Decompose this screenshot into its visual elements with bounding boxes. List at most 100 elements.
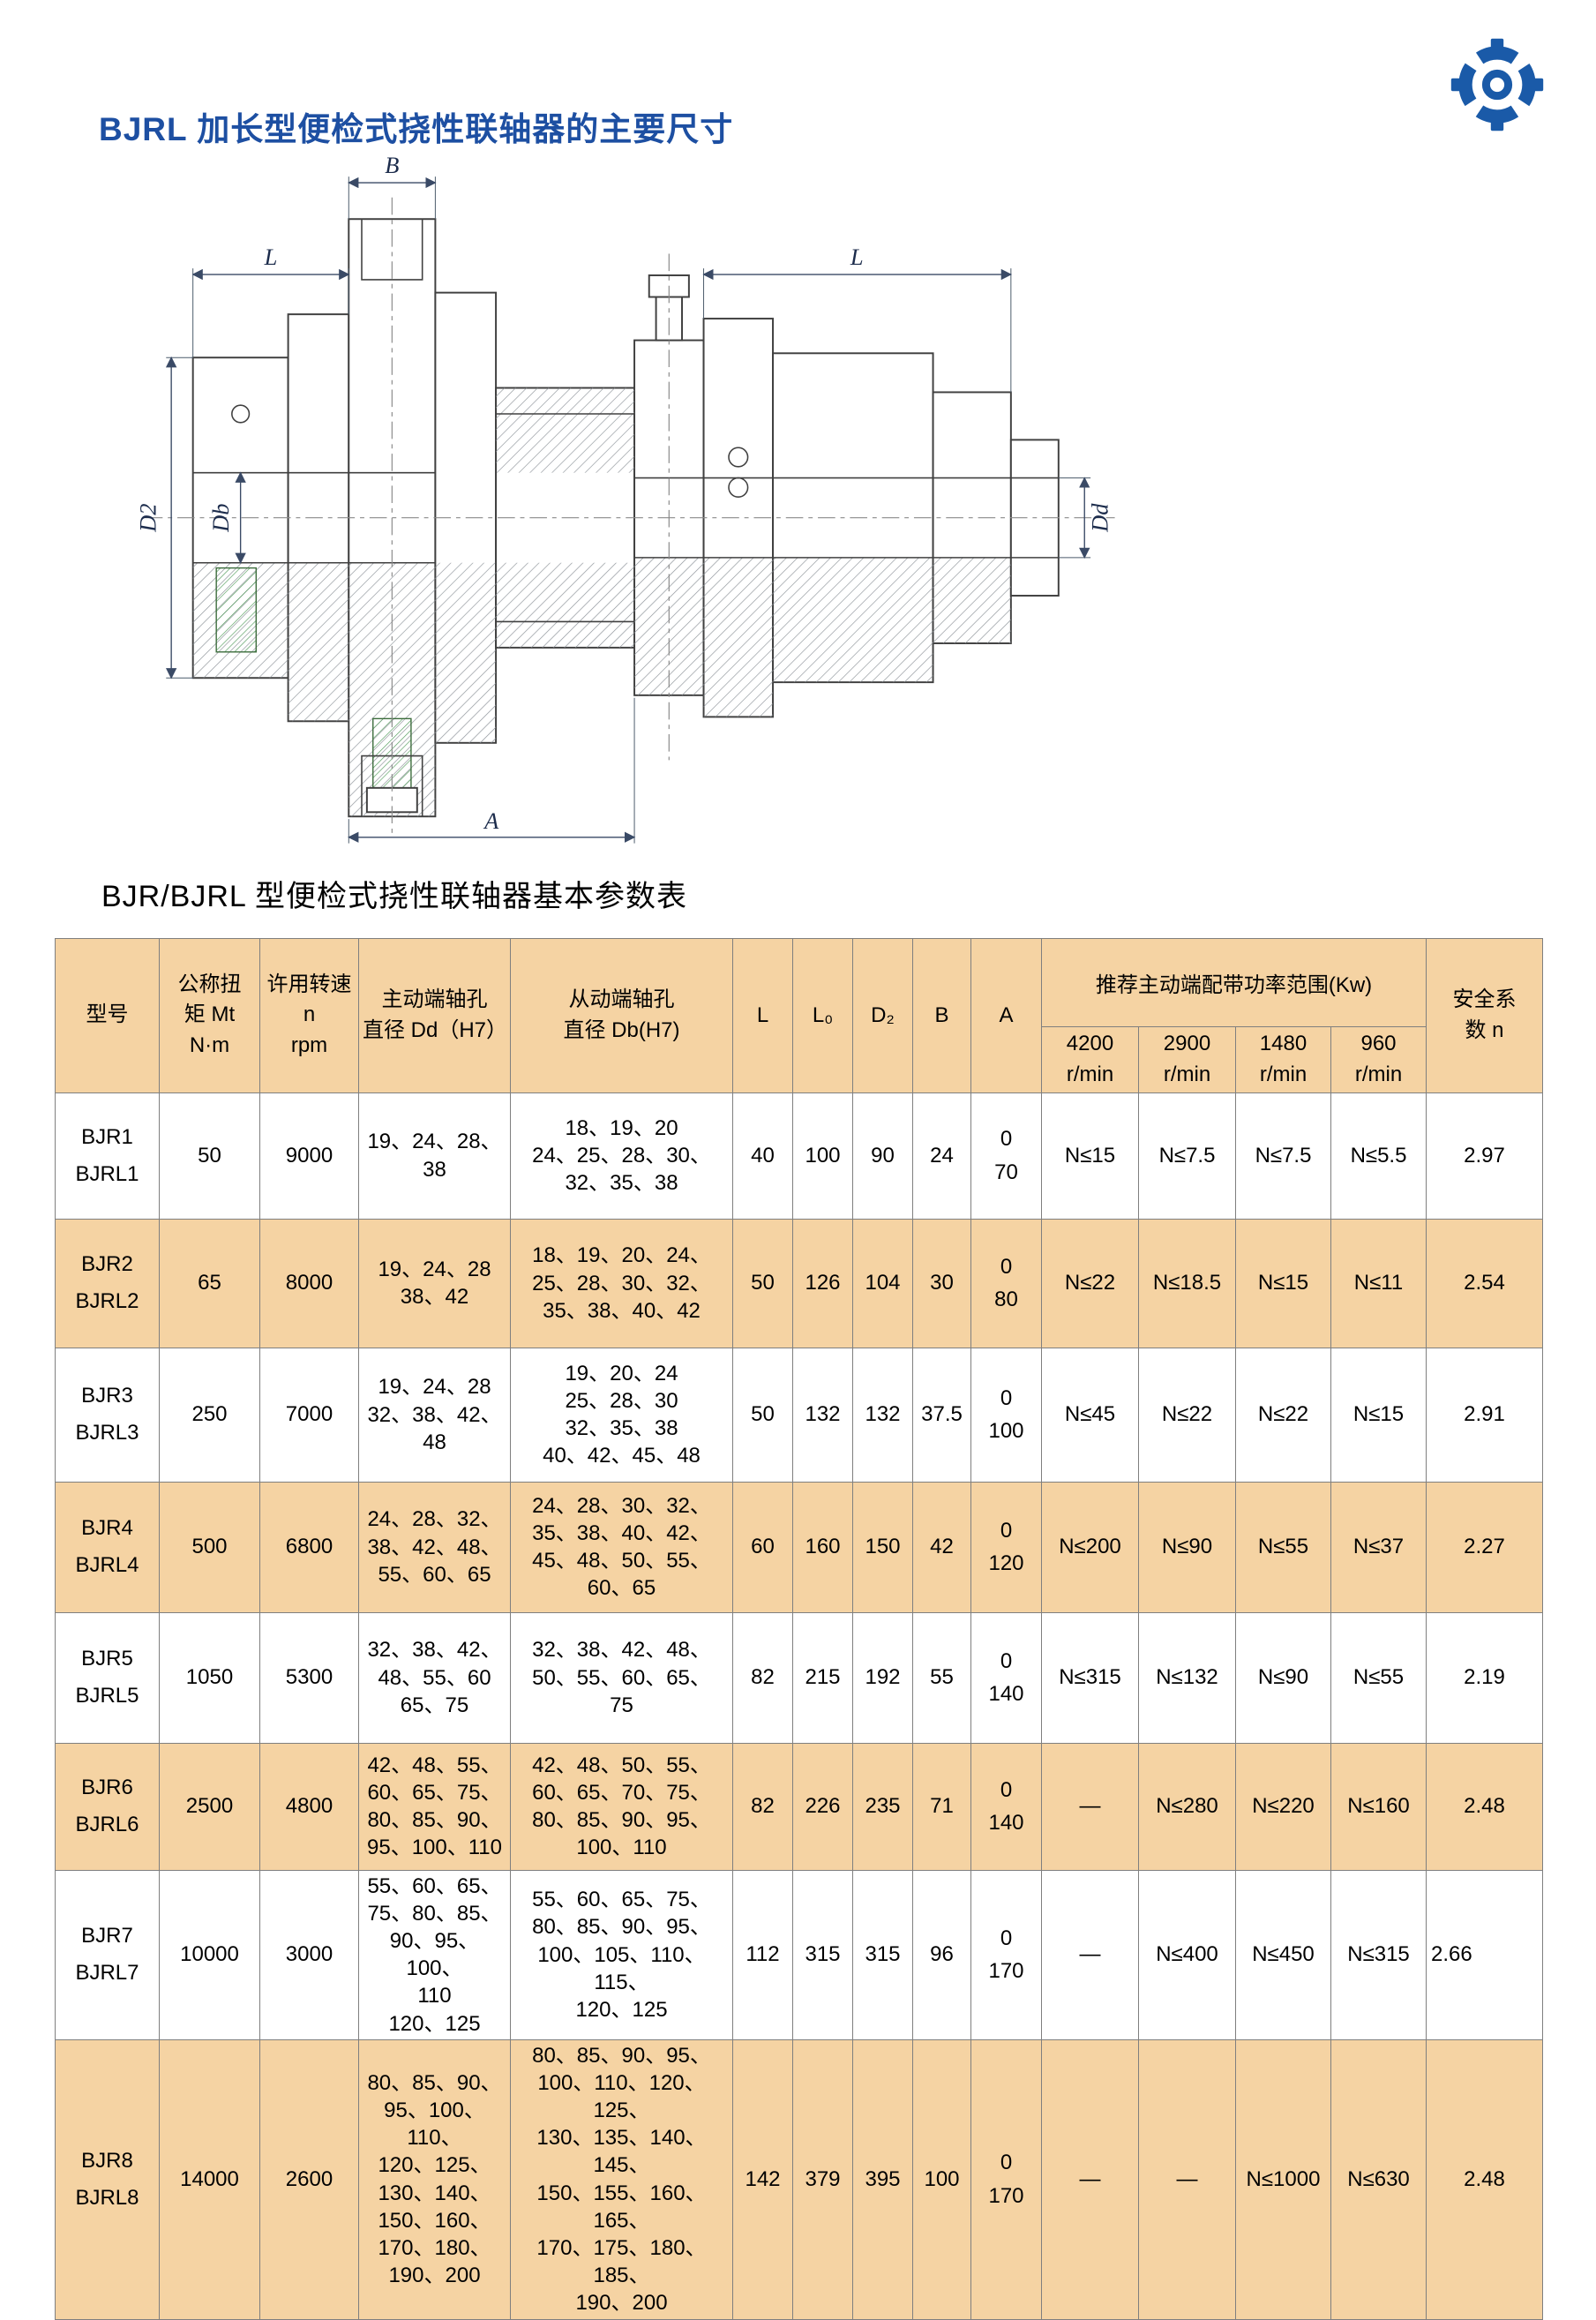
power-1480-cell: N≤90 — [1235, 1611, 1331, 1744]
table-title: BJR/BJRL 型便检式挠性联轴器基本参数表 — [101, 880, 688, 913]
a-cell: 0 140 — [970, 1742, 1042, 1871]
bore-db-cell: 32、38、42、48、 50、55、60、65、 75 — [510, 1611, 733, 1744]
dim-label-a: A — [483, 807, 499, 834]
bore-db-cell: 24、28、30、32、 35、38、40、42、 45、48、50、55、 6… — [510, 1481, 733, 1613]
torque-cell: 50 — [159, 1092, 260, 1220]
b-cell: 37.5 — [912, 1347, 971, 1483]
safety-cell: 2.91 — [1426, 1347, 1544, 1483]
l-cell: 112 — [732, 1869, 793, 2040]
dim-label-dd: Dd — [1087, 503, 1113, 533]
power-2900-cell: N≤90 — [1138, 1481, 1236, 1613]
model-cell: BJR2 BJRL2 — [55, 1218, 160, 1348]
l-cell: 50 — [732, 1347, 793, 1483]
safety-cell: 2.66 — [1426, 1869, 1544, 2040]
header-safety: 安全系 数 n — [1426, 938, 1544, 1093]
power-4200-cell: N≤22 — [1041, 1218, 1139, 1348]
bore-dd-cell: 19、24、28、 38 — [358, 1092, 511, 1220]
center-lines — [145, 197, 1115, 838]
torque-cell: 65 — [159, 1218, 260, 1348]
bore-dd-cell: 32、38、42、 48、55、60 65、75 — [358, 1611, 511, 1744]
l0-cell: 215 — [792, 1611, 853, 1744]
bore-db-cell: 80、85、90、95、 100、110、120、125、 130、135、14… — [510, 2038, 733, 2320]
l0-cell: 315 — [792, 1869, 853, 2040]
power-2900-cell: N≤22 — [1138, 1347, 1236, 1483]
power-960-cell: N≤37 — [1330, 1481, 1427, 1613]
torque-cell: 14000 — [159, 2038, 260, 2320]
power-4200-cell: — — [1041, 2038, 1139, 2320]
safety-cell: 2.48 — [1426, 2038, 1544, 2320]
d2-cell: 395 — [852, 2038, 913, 2320]
b-cell: 30 — [912, 1218, 971, 1348]
torque-cell: 10000 — [159, 1869, 260, 2040]
bore-db-cell: 18、19、20 24、25、28、30、 32、35、38 — [510, 1092, 733, 1220]
model-cell: BJR1 BJRL1 — [55, 1092, 160, 1220]
l0-cell: 100 — [792, 1092, 853, 1220]
b-cell: 100 — [912, 2038, 971, 2320]
speed-cell: 3000 — [259, 1869, 359, 2040]
bore-db-cell: 18、19、20、24、 25、28、30、32、 35、38、40、42 — [510, 1218, 733, 1348]
header-power-1480: 1480 r/min — [1235, 1026, 1331, 1093]
bore-dd-cell: 42、48、55、 60、65、75、 80、85、90、 95、100、110 — [358, 1742, 511, 1871]
l-cell: 40 — [732, 1092, 793, 1220]
d2-cell: 150 — [852, 1481, 913, 1613]
header-power-4200: 4200 r/min — [1041, 1026, 1139, 1093]
power-4200-cell: N≤200 — [1041, 1481, 1139, 1613]
header-model: 型号 — [55, 938, 160, 1093]
page-title: BJRL 加长型便检式挠性联轴器的主要尺寸 — [99, 111, 734, 147]
power-960-cell: N≤5.5 — [1330, 1092, 1427, 1220]
power-2900-cell: N≤18.5 — [1138, 1218, 1236, 1348]
dim-label-b: B — [385, 152, 399, 178]
l0-cell: 126 — [792, 1218, 853, 1348]
dim-label-d2: D2 — [134, 504, 161, 533]
power-4200-cell: N≤45 — [1041, 1347, 1139, 1483]
d2-cell: 235 — [852, 1742, 913, 1871]
speed-cell: 4800 — [259, 1742, 359, 1871]
header-power-range: 推荐主动端配带功率范围(Kw) — [1040, 938, 1427, 1027]
a-cell: 0 100 — [970, 1347, 1042, 1483]
safety-cell: 2.27 — [1426, 1481, 1544, 1613]
bore-dd-cell: 24、28、32、 38、42、48、 55、60、65 — [358, 1481, 511, 1613]
bore-dd-cell: 55、60、65、 75、80、85、 90、95、100、 110 120、1… — [358, 1869, 511, 2040]
coupling-section-drawing: B L L A D2 Db Dd — [134, 152, 1115, 844]
d2-cell: 315 — [852, 1869, 913, 2040]
bore-dd-cell: 19、24、28 38、42 — [358, 1218, 511, 1348]
power-960-cell: N≤160 — [1330, 1742, 1427, 1871]
b-cell: 42 — [912, 1481, 971, 1613]
speed-cell: 9000 — [259, 1092, 359, 1220]
parameters-table: 型号 公称扭 矩 Mt N·m 许用转速 n rpm 主动端轴孔 直径 Dd（H… — [55, 938, 1544, 2320]
model-cell: BJR5 BJRL5 — [55, 1611, 160, 1744]
power-960-cell: N≤55 — [1330, 1611, 1427, 1744]
header-speed: 许用转速 n rpm — [259, 938, 359, 1093]
model-cell: BJR7 BJRL7 — [55, 1869, 160, 2040]
speed-cell: 7000 — [259, 1347, 359, 1483]
header-b: B — [912, 938, 971, 1093]
bore-db-cell: 19、20、24 25、28、30 32、35、38 40、42、45、48 — [510, 1347, 733, 1483]
l0-cell: 160 — [792, 1481, 853, 1613]
d2-cell: 132 — [852, 1347, 913, 1483]
header-d2: D₂ — [852, 938, 913, 1093]
model-cell: BJR8 BJRL8 — [55, 2038, 160, 2320]
power-2900-cell: N≤400 — [1138, 1869, 1236, 2040]
speed-cell: 8000 — [259, 1218, 359, 1348]
power-1480-cell: N≤220 — [1235, 1742, 1331, 1871]
safety-cell: 2.48 — [1426, 1742, 1544, 1871]
header-l: L — [732, 938, 793, 1093]
power-1480-cell: N≤1000 — [1235, 2038, 1331, 2320]
torque-cell: 2500 — [159, 1742, 260, 1871]
l0-cell: 226 — [792, 1742, 853, 1871]
power-4200-cell: — — [1041, 1869, 1139, 2040]
d2-cell: 104 — [852, 1218, 913, 1348]
bore-db-cell: 42、48、50、55、 60、65、70、75、 80、85、90、95、 1… — [510, 1742, 733, 1871]
company-logo — [1450, 37, 1545, 132]
header-l0: L₀ — [792, 938, 853, 1093]
power-1480-cell: N≤450 — [1235, 1869, 1331, 2040]
power-4200-cell: — — [1041, 1742, 1139, 1871]
bore-db-cell: 55、60、65、75、 80、85、90、95、 100、105、110、11… — [510, 1869, 733, 2040]
power-1480-cell: N≤22 — [1235, 1347, 1331, 1483]
